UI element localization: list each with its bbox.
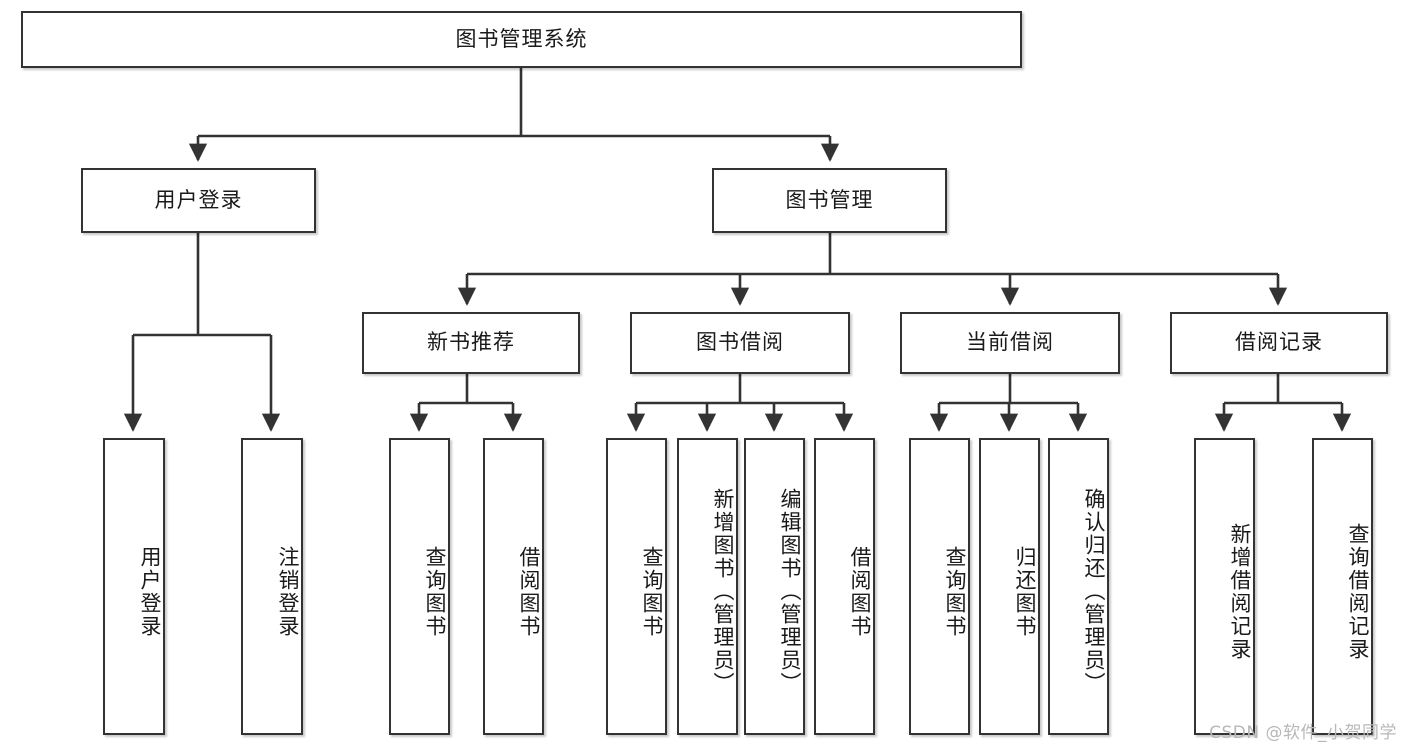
leaf-bb-borrow-book-label: 借阅图书 [848,545,872,638]
leaf-cb-confirm-return[interactable]: 确认归还（管理员） [1048,438,1109,735]
leaf-bb-borrow-book[interactable]: 借阅图书 [814,438,875,735]
leaf-br-query-record-label: 查询借阅记录 [1346,522,1370,661]
node-new-book-recommend[interactable]: 新书推荐 [362,312,580,374]
leaf-br-add-record[interactable]: 新增借阅记录 [1194,438,1255,735]
node-borrow-record-label: 借阅记录 [1235,330,1323,355]
node-book-borrow[interactable]: 图书借阅 [630,312,850,374]
node-book-manage[interactable]: 图书管理 [712,168,947,233]
leaf-user-login-label: 用户登录 [138,545,162,638]
node-book-borrow-label: 图书借阅 [696,330,784,355]
leaf-br-add-record-label: 新增借阅记录 [1228,522,1252,661]
leaf-bb-edit-book-label: 编辑图书（管理员） [778,488,802,695]
leaf-cb-confirm-return-label: 确认归还（管理员） [1082,488,1106,695]
leaf-nb-query-book-label: 查询图书 [423,545,447,638]
leaf-bb-query-book-label: 查询图书 [640,545,664,638]
node-borrow-record[interactable]: 借阅记录 [1170,312,1388,374]
csdn-watermark: CSDN @软件_小贺同学 [1209,723,1397,743]
leaf-cb-query-book[interactable]: 查询图书 [909,438,970,735]
leaf-cb-return-book-label: 归还图书 [1013,545,1037,638]
leaf-bb-add-book[interactable]: 新增图书（管理员） [677,438,738,735]
node-user-login[interactable]: 用户登录 [81,168,316,233]
node-root[interactable]: 图书管理系统 [21,11,1022,68]
leaf-bb-add-book-label: 新增图书（管理员） [711,488,735,695]
leaf-bb-edit-book[interactable]: 编辑图书（管理员） [744,438,805,735]
node-current-borrow[interactable]: 当前借阅 [900,312,1120,374]
leaf-nb-borrow-book-label: 借阅图书 [517,545,541,638]
leaf-cb-return-book[interactable]: 归还图书 [979,438,1040,735]
leaf-logout[interactable]: 注销登录 [241,438,303,735]
leaf-user-login[interactable]: 用户登录 [103,438,165,735]
node-root-label: 图书管理系统 [455,26,588,51]
node-book-manage-label: 图书管理 [785,187,874,212]
leaf-cb-query-book-label: 查询图书 [943,545,967,638]
node-new-book-recommend-label: 新书推荐 [427,330,515,355]
leaf-br-query-record[interactable]: 查询借阅记录 [1312,438,1373,735]
leaf-nb-borrow-book[interactable]: 借阅图书 [483,438,544,735]
leaf-bb-query-book[interactable]: 查询图书 [606,438,667,735]
node-user-login-label: 用户登录 [154,187,243,212]
leaf-logout-label: 注销登录 [276,545,300,638]
node-current-borrow-label: 当前借阅 [966,330,1054,355]
leaf-nb-query-book[interactable]: 查询图书 [389,438,450,735]
